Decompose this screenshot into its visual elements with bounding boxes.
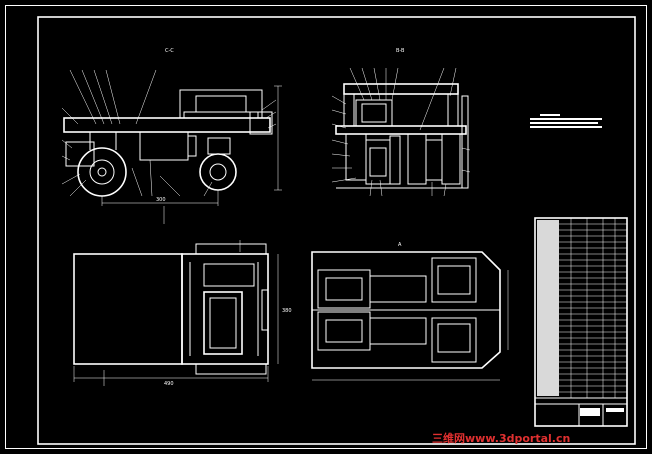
sheet-inner-frame	[37, 16, 636, 445]
caster-wheel-right	[199, 153, 237, 191]
technical-notes	[530, 114, 602, 128]
view-a: A	[311, 242, 509, 381]
watermark-text: 三维网www.3dportal.cn	[432, 432, 571, 445]
view-a-label: A	[398, 242, 402, 248]
section-bb-label: B-B	[396, 48, 405, 54]
section-bb-view: B-B	[331, 48, 471, 197]
plan-length-dimension: 490	[164, 381, 174, 387]
drive-wheel-left	[77, 147, 127, 197]
sheet-outer-border	[5, 5, 647, 449]
section-cc-view: C-C 30	[61, 48, 282, 224]
section-cc-label: C-C	[165, 48, 174, 54]
plan-view: 490 380	[73, 240, 292, 387]
parts-list-title-block	[534, 217, 628, 427]
wheelbase-dimension: 300	[156, 197, 166, 203]
plan-width-dimension: 380	[282, 308, 292, 314]
parts-list-rows	[559, 218, 627, 398]
